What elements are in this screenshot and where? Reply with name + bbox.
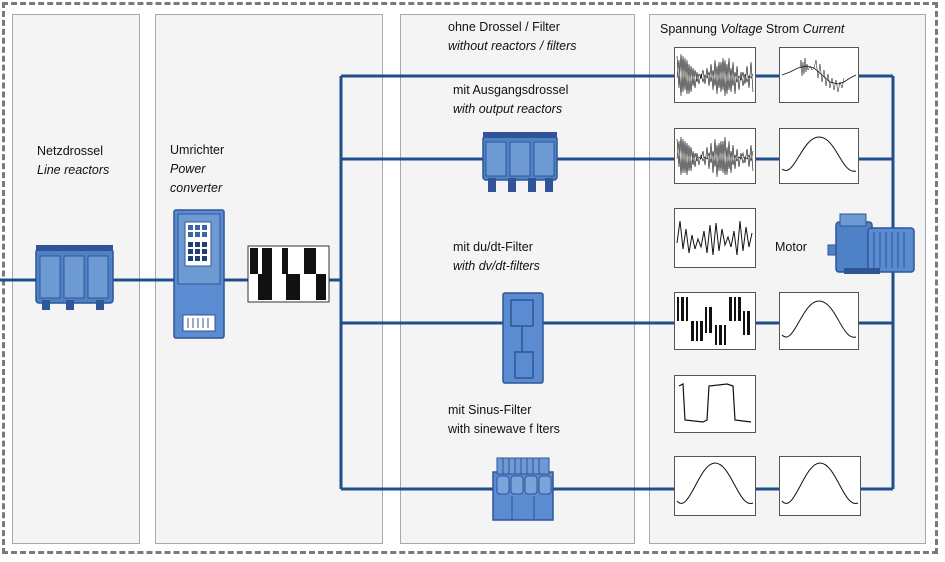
current-plot-output-reactor <box>779 128 859 184</box>
voltage-plot-no-filter <box>674 47 756 103</box>
pwm-waveform-icon <box>247 245 330 303</box>
current-plot-sinus-filter <box>779 456 861 516</box>
current-plot-no-filter <box>779 47 859 103</box>
sinewave-filter-icon <box>492 457 554 521</box>
panel-filters <box>400 14 635 544</box>
voltage-plot-sinus-filter <box>674 375 756 433</box>
line-reactor-icon <box>35 245 114 310</box>
current-plot-dudt-filter <box>779 292 859 350</box>
voltage-plot-output-reactor <box>674 128 756 184</box>
voltage-plot-dudt-filter <box>674 208 756 268</box>
label-dudt-filter: mit du/dt-Filter with dv/dt-filters <box>453 240 540 273</box>
outer-dashed-frame <box>2 2 938 554</box>
label-no-filter: ohne Drossel / Filter without reactors /… <box>448 20 577 53</box>
power-converter-icon <box>173 209 225 339</box>
label-voltage-current: Spannung Voltage Strom Current <box>660 22 845 36</box>
voltage-plot-dudt-filter-2 <box>674 292 756 350</box>
motor-icon <box>827 213 915 274</box>
label-motor: Motor <box>775 240 807 254</box>
dudt-filter-icon <box>502 292 544 384</box>
label-output-reactor: mit Ausgangsdrossel with output reactors <box>453 83 569 116</box>
output-reactor-icon <box>482 132 558 192</box>
voltage-plot-sinus-filter-2 <box>674 456 756 516</box>
label-sinus-filter: mit Sinus-Filter with sinewave f lters <box>448 403 560 436</box>
power-lines <box>0 74 895 491</box>
